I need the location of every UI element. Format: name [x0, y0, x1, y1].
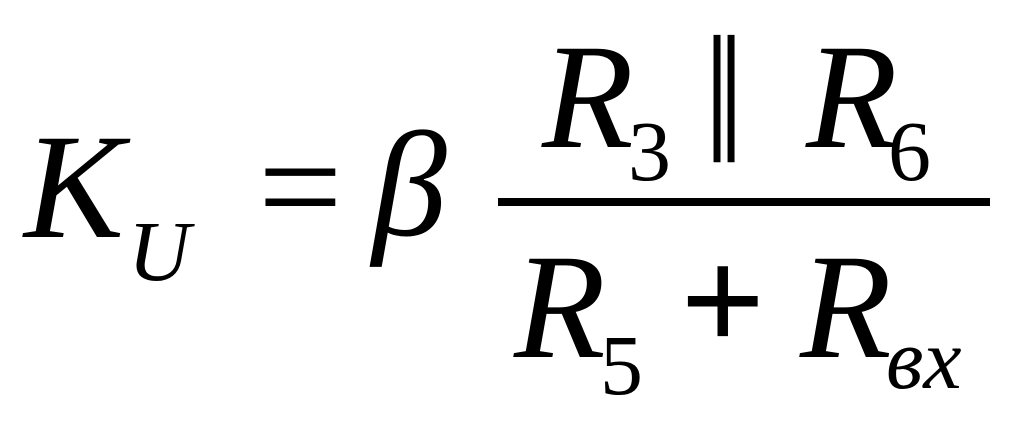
- denominator-right-subscript: вх: [886, 311, 962, 407]
- lhs-subscript: U: [128, 203, 191, 299]
- plus-operator: +: [680, 218, 766, 384]
- lhs-symbol: K: [24, 104, 125, 270]
- denominator-left-symbol: R: [514, 224, 606, 390]
- equals-sign: =: [258, 104, 343, 270]
- numerator-left-subscript: 3: [628, 103, 671, 199]
- beta-coefficient: β: [372, 102, 447, 268]
- fraction-bar: [498, 198, 990, 206]
- numerator-right-subscript: 6: [888, 103, 931, 199]
- denominator-right-symbol: R: [800, 224, 892, 390]
- parallel-operator: ||: [703, 8, 745, 163]
- numerator-left-symbol: R: [542, 14, 634, 180]
- denominator-left-subscript: 5: [600, 317, 643, 413]
- numerator-right-symbol: R: [806, 14, 898, 180]
